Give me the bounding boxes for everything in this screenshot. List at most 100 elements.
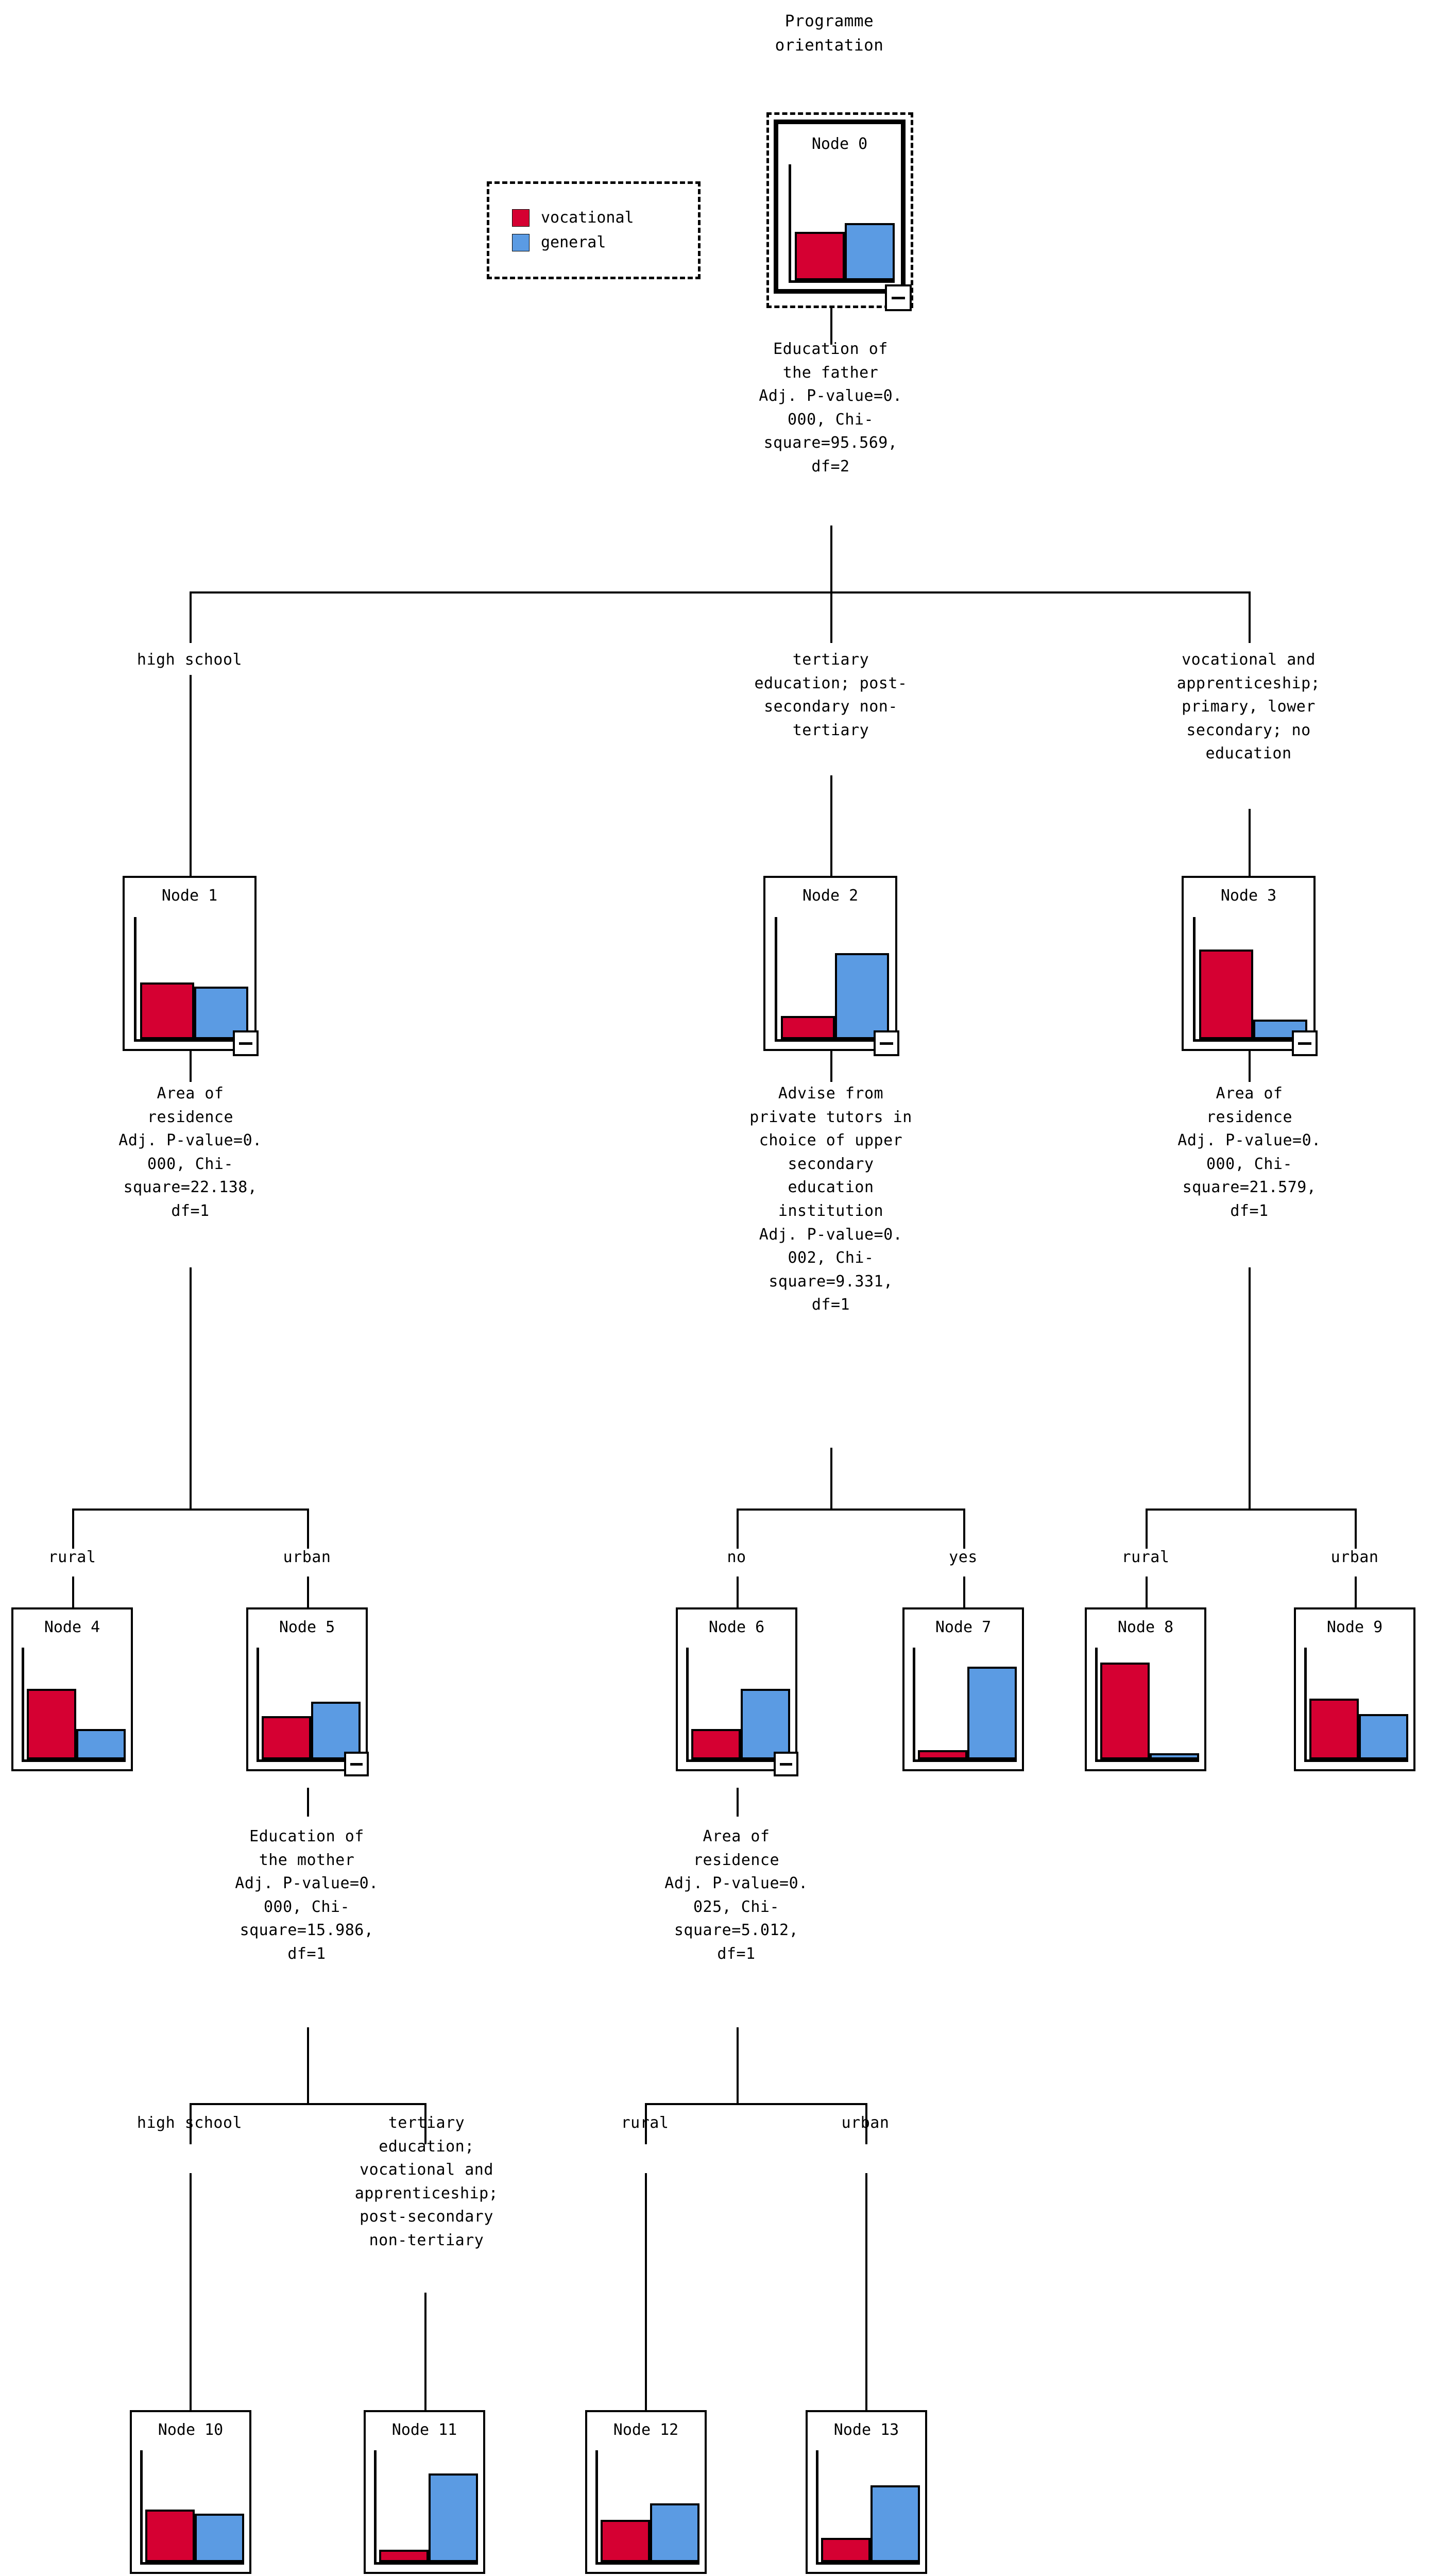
node-4-bar-general <box>76 1729 126 1759</box>
node-7-bar-vocational <box>918 1750 967 1759</box>
connector-node5-down <box>307 2027 309 2105</box>
connector-node6-bus <box>645 2103 865 2105</box>
node-3-collapse-handle[interactable] <box>1292 1030 1318 1056</box>
node-6-plot <box>686 1648 790 1762</box>
node-12[interactable]: Node 12 <box>585 2410 707 2574</box>
node-4-plot <box>22 1648 126 1762</box>
node-4[interactable]: Node 4 <box>11 1607 133 1771</box>
node-9-bar-general <box>1359 1714 1408 1759</box>
node-5[interactable]: Node 5 <box>246 1607 368 1771</box>
node-8-label: Node 8 <box>1117 1618 1174 1636</box>
node-4-x-axis <box>22 1759 126 1762</box>
node-2[interactable]: Node 2 <box>763 876 897 1051</box>
node-5-y-axis <box>257 1648 259 1762</box>
connector-to-node6-lower <box>737 1577 739 1607</box>
connector-to-node4-lower <box>72 1577 74 1607</box>
node-7[interactable]: Node 7 <box>902 1607 1024 1771</box>
connector-to-node2-lower <box>830 775 832 876</box>
node-1-collapse-handle[interactable] <box>233 1030 259 1056</box>
connector-to-node9 <box>1355 1509 1357 1549</box>
node-5-collapse-handle[interactable] <box>344 1752 369 1776</box>
minus-icon <box>1298 1042 1311 1045</box>
node-10-x-axis <box>140 2562 244 2565</box>
node-3-bars <box>1199 930 1307 1039</box>
node-12-bar-vocational <box>601 2519 650 2562</box>
branch-label-node-8: rural <box>1121 1548 1170 1566</box>
node-0-y-axis <box>789 164 791 283</box>
node-12-bars <box>601 2461 699 2562</box>
node-12-bar-general <box>650 2503 699 2562</box>
node-5-bar-general <box>311 1702 361 1759</box>
connector-node3-down <box>1249 1267 1251 1510</box>
node-2-x-axis <box>775 1039 889 1042</box>
node-10-bars <box>145 2461 244 2562</box>
node-4-label: Node 4 <box>44 1618 100 1636</box>
branch-label-node-9: urban <box>1330 1548 1379 1566</box>
branch-label-node-2: tertiary education; post- secondary non-… <box>754 651 908 739</box>
node-10[interactable]: Node 10 <box>130 2410 251 2574</box>
node-10-plot <box>140 2450 244 2565</box>
connector-to-node3 <box>1249 591 1251 643</box>
connector-to-node5 <box>307 1509 309 1549</box>
branch-label-node-12: rural <box>621 2114 669 2132</box>
node-11[interactable]: Node 11 <box>364 2410 485 2574</box>
connector-node2-bus <box>737 1509 963 1511</box>
node-12-y-axis <box>595 2450 598 2565</box>
connector-node1-bus <box>72 1509 307 1511</box>
connector-node3-stem <box>1249 1051 1251 1082</box>
branch-label-node-11: tertiary education; vocational and appre… <box>354 2114 499 2249</box>
node-4-bar-vocational <box>27 1688 76 1759</box>
connector-root-down <box>830 526 832 592</box>
node-0-selection <box>766 112 913 308</box>
node-9-bar-vocational <box>1309 1699 1359 1759</box>
connector-to-node11 <box>424 2103 426 2144</box>
connector-to-node1-lower <box>190 675 192 876</box>
node-1[interactable]: Node 1 <box>123 876 257 1051</box>
node-2-y-axis <box>775 917 777 1042</box>
node-13-bar-general <box>870 2485 920 2562</box>
node-0-x-axis <box>789 280 895 283</box>
legend: vocational general <box>487 181 701 279</box>
connector-to-node10-lower <box>190 2173 192 2410</box>
connector-to-node3-lower <box>1249 809 1251 876</box>
node-12-x-axis <box>595 2562 699 2565</box>
node-11-x-axis <box>374 2562 478 2565</box>
connector-to-node12 <box>645 2103 647 2144</box>
node-8-plot <box>1095 1648 1199 1762</box>
node-3-y-axis <box>1193 917 1196 1042</box>
node-6[interactable]: Node 6 <box>676 1607 797 1771</box>
node-9-plot <box>1304 1648 1408 1762</box>
node-3-x-axis <box>1193 1039 1307 1042</box>
node-1-x-axis <box>134 1039 248 1042</box>
node-7-bars <box>918 1658 1017 1759</box>
connector-node2-down <box>830 1448 832 1510</box>
node-8[interactable]: Node 8 <box>1085 1607 1206 1771</box>
node-1-y-axis <box>134 917 136 1042</box>
branch-label-node-4: rural <box>48 1548 96 1566</box>
connector-node6-stem <box>737 1788 739 1817</box>
node-10-label: Node 10 <box>158 2421 224 2439</box>
node-13-label: Node 13 <box>833 2421 899 2439</box>
node-1-bar-vocational <box>140 982 194 1039</box>
node-3[interactable]: Node 3 <box>1182 876 1316 1051</box>
node-13[interactable]: Node 13 <box>806 2410 927 2574</box>
node-5-label: Node 5 <box>279 1618 335 1636</box>
node-2-collapse-handle[interactable] <box>874 1030 899 1056</box>
minus-icon <box>780 1762 792 1766</box>
node-5-bars <box>262 1658 361 1759</box>
legend-swatch-general <box>512 234 530 251</box>
node-0-bar-vocational <box>795 231 845 280</box>
node-0-collapse-handle[interactable] <box>885 284 912 311</box>
node-0[interactable]: Node 0 <box>774 120 906 294</box>
connector-to-node10 <box>190 2103 192 2144</box>
branch-label-node-10: high school <box>136 2114 243 2132</box>
connector-to-node8 <box>1146 1509 1148 1549</box>
connector-to-node7 <box>963 1509 965 1549</box>
node-7-y-axis <box>913 1648 915 1762</box>
branch-label-node-6: no <box>727 1548 746 1566</box>
node-11-label: Node 11 <box>391 2421 457 2439</box>
node-10-bar-general <box>195 2513 244 2562</box>
node-13-y-axis <box>816 2450 818 2565</box>
node-6-collapse-handle[interactable] <box>774 1752 798 1776</box>
node-9[interactable]: Node 9 <box>1294 1607 1415 1771</box>
